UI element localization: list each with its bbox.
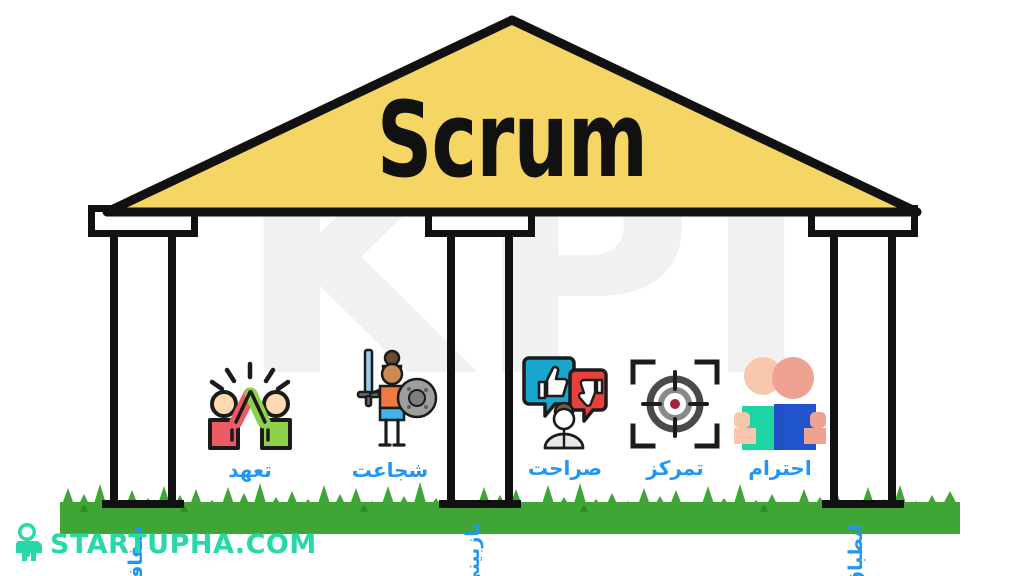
pillar-base [102, 500, 184, 508]
brand-text: STARTUPHA.COM [50, 528, 317, 560]
feedback-thumbs-icon [505, 352, 625, 452]
knight-sword-shield-icon [330, 344, 450, 454]
value-label-commitment: تعهد [228, 458, 272, 482]
pillar-base [439, 500, 521, 508]
pillar-shaft-left [110, 237, 118, 500]
value-commitment[interactable]: تعهد [190, 358, 310, 482]
astronaut-rocket-logo-icon [15, 523, 42, 561]
two-people-icon [720, 352, 840, 452]
pillar-transparency[interactable]: شفافیت [88, 205, 198, 576]
value-respect[interactable]: احترام [720, 352, 840, 480]
roof-shape [102, 15, 922, 217]
value-label-respect: احترام [748, 456, 812, 480]
pillar-shaft-left [830, 237, 838, 500]
pillar-shaft-left [447, 237, 455, 500]
pillar-shaft-right [505, 237, 513, 500]
value-label-focus: تمرکز [646, 456, 704, 480]
high-five-icon [190, 358, 310, 454]
pillar-shaft-right [168, 237, 176, 500]
value-label-openness: صراحت [527, 456, 603, 480]
value-focus[interactable]: تمرکز [615, 356, 735, 480]
value-courage[interactable]: شجاعت [330, 344, 450, 482]
value-label-courage: شجاعت [351, 458, 429, 482]
pillar-base [822, 500, 904, 508]
pillar-shaft-right [888, 237, 896, 500]
value-openness[interactable]: صراحت [505, 352, 625, 480]
roof-triangle [102, 15, 922, 217]
pillar-label-adaptation: انطباق [845, 523, 867, 576]
site-logo[interactable]: STARTUPHA.COM [10, 522, 317, 566]
target-crosshair-icon [615, 356, 735, 452]
pillar-label-inspection: بازبینی [462, 522, 484, 576]
roof-group [0, 0, 1024, 240]
